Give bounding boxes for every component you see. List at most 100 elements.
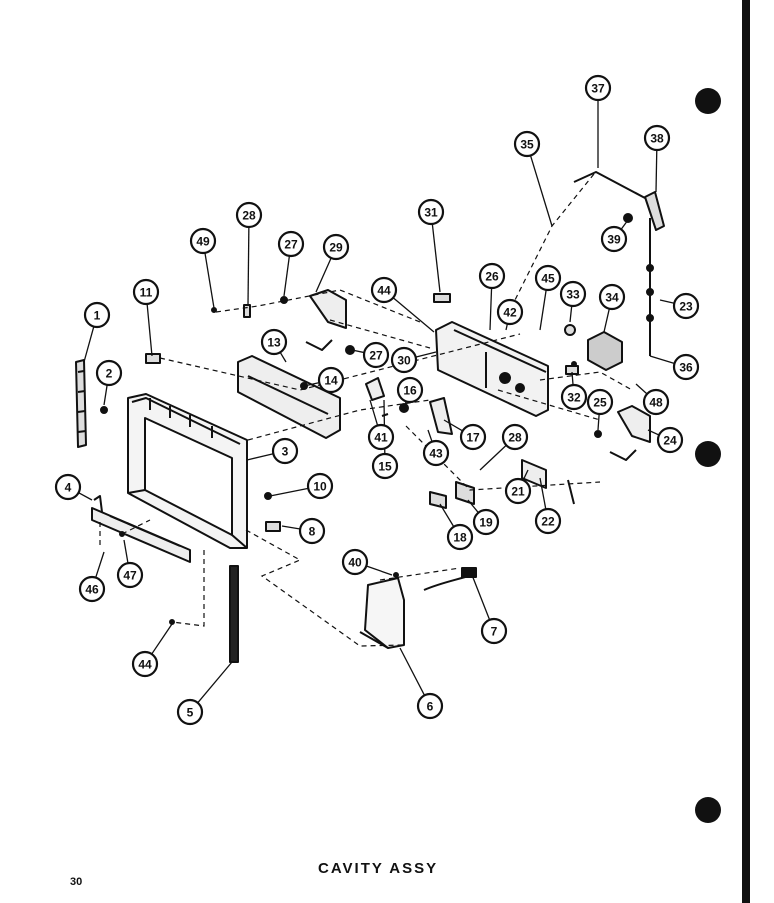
callout-number: 22 <box>541 515 555 529</box>
binder-hole <box>695 441 721 467</box>
callout-27: 27 <box>351 341 390 369</box>
callout-circle <box>367 423 395 451</box>
callout-circle <box>322 233 350 261</box>
callout-number: 29 <box>329 241 343 255</box>
leader-line <box>247 226 250 306</box>
leader-line <box>151 623 173 655</box>
callout-25: 25 <box>586 388 614 431</box>
leader-line <box>439 503 455 528</box>
base-bar-part <box>91 495 191 563</box>
callout-circle <box>370 276 398 304</box>
callout-circle <box>584 74 612 102</box>
callout-number: 28 <box>242 209 256 223</box>
leader-line <box>597 413 600 431</box>
callout-number: 27 <box>369 349 383 363</box>
callout-2: 2 <box>95 359 123 406</box>
leader-line <box>78 492 93 501</box>
callout-circle <box>417 198 445 226</box>
callout-1: 1 <box>83 301 111 363</box>
callout-44: 44 <box>370 276 435 333</box>
callout-28: 28 <box>479 423 529 471</box>
callout-number: 28 <box>508 431 522 445</box>
leader-line <box>539 289 547 331</box>
callout-number: 35 <box>520 138 534 152</box>
callout-circle <box>277 230 305 258</box>
leader-line <box>246 453 274 461</box>
callout-number: 40 <box>348 556 362 570</box>
leader-line <box>95 551 105 578</box>
callout-number: 10 <box>313 480 327 494</box>
callout-33: 33 <box>559 280 587 323</box>
callout-circle <box>598 283 626 311</box>
callout-18: 18 <box>439 503 474 551</box>
callout-number: 49 <box>196 235 210 249</box>
callout-circle <box>600 225 628 253</box>
callout-circle <box>271 437 299 465</box>
callout-number: 15 <box>378 460 392 474</box>
callout-circle <box>306 472 334 500</box>
leader-line <box>431 223 441 293</box>
callout-38: 38 <box>643 124 671 193</box>
callout-circle <box>235 201 263 229</box>
callout-10: 10 <box>269 472 334 500</box>
callout-number: 14 <box>324 374 338 388</box>
callout-3: 3 <box>246 437 299 465</box>
hinge-part-right <box>609 405 651 461</box>
leader-line <box>269 487 309 497</box>
callout-circle <box>534 264 562 292</box>
leader-line <box>83 326 95 363</box>
callout-number: 6 <box>427 700 434 714</box>
callout-circle <box>317 366 345 394</box>
callout-circle <box>560 383 588 411</box>
callout-circle <box>672 353 700 381</box>
callout-circle <box>189 227 217 255</box>
callout-35: 35 <box>513 130 553 227</box>
callout-number: 37 <box>591 82 605 96</box>
panel-part <box>237 355 341 439</box>
callout-number: 24 <box>663 434 677 448</box>
callout-number: 42 <box>503 306 517 320</box>
leader-line <box>366 565 393 576</box>
leader-line <box>603 308 610 333</box>
callout-circle <box>656 426 684 454</box>
callout-number: 30 <box>397 354 411 368</box>
callout-26: 26 <box>478 262 506 331</box>
callout-circle <box>446 523 474 551</box>
rod-part <box>573 171 654 356</box>
leader-line <box>403 401 407 409</box>
leader-line <box>569 305 573 323</box>
callout-number: 5 <box>187 706 194 720</box>
leader-line <box>351 349 365 354</box>
callout-37: 37 <box>584 74 612 168</box>
callout-30: 30 <box>390 346 437 374</box>
callout-22: 22 <box>534 477 562 535</box>
callout-number: 16 <box>403 384 417 398</box>
callout-31: 31 <box>417 198 445 293</box>
callout-circle <box>83 301 111 329</box>
callout-circle <box>78 575 106 603</box>
callout-27: 27 <box>277 230 305 297</box>
callout-circle <box>176 698 204 726</box>
callout-circle <box>478 262 506 290</box>
callout-7: 7 <box>471 574 508 645</box>
callout-13: 13 <box>260 328 288 363</box>
leader-line <box>146 303 153 357</box>
leader-line <box>620 219 629 230</box>
callout-19: 19 <box>467 499 500 536</box>
leader-line <box>489 287 493 331</box>
callout-28: 28 <box>235 201 263 306</box>
leader-line <box>659 299 675 304</box>
callout-number: 7 <box>491 625 498 639</box>
callout-circle <box>459 423 487 451</box>
callout-number: 31 <box>424 206 438 220</box>
callout-circle <box>341 548 369 576</box>
callout-42: 42 <box>496 298 524 331</box>
callout-40: 40 <box>341 548 393 576</box>
leader-line <box>467 499 479 514</box>
callout-4: 4 <box>54 473 93 501</box>
callout-47: 47 <box>116 539 144 589</box>
callout-circle <box>132 278 160 306</box>
callout-circle <box>504 477 532 505</box>
callout-number: 11 <box>140 286 153 300</box>
